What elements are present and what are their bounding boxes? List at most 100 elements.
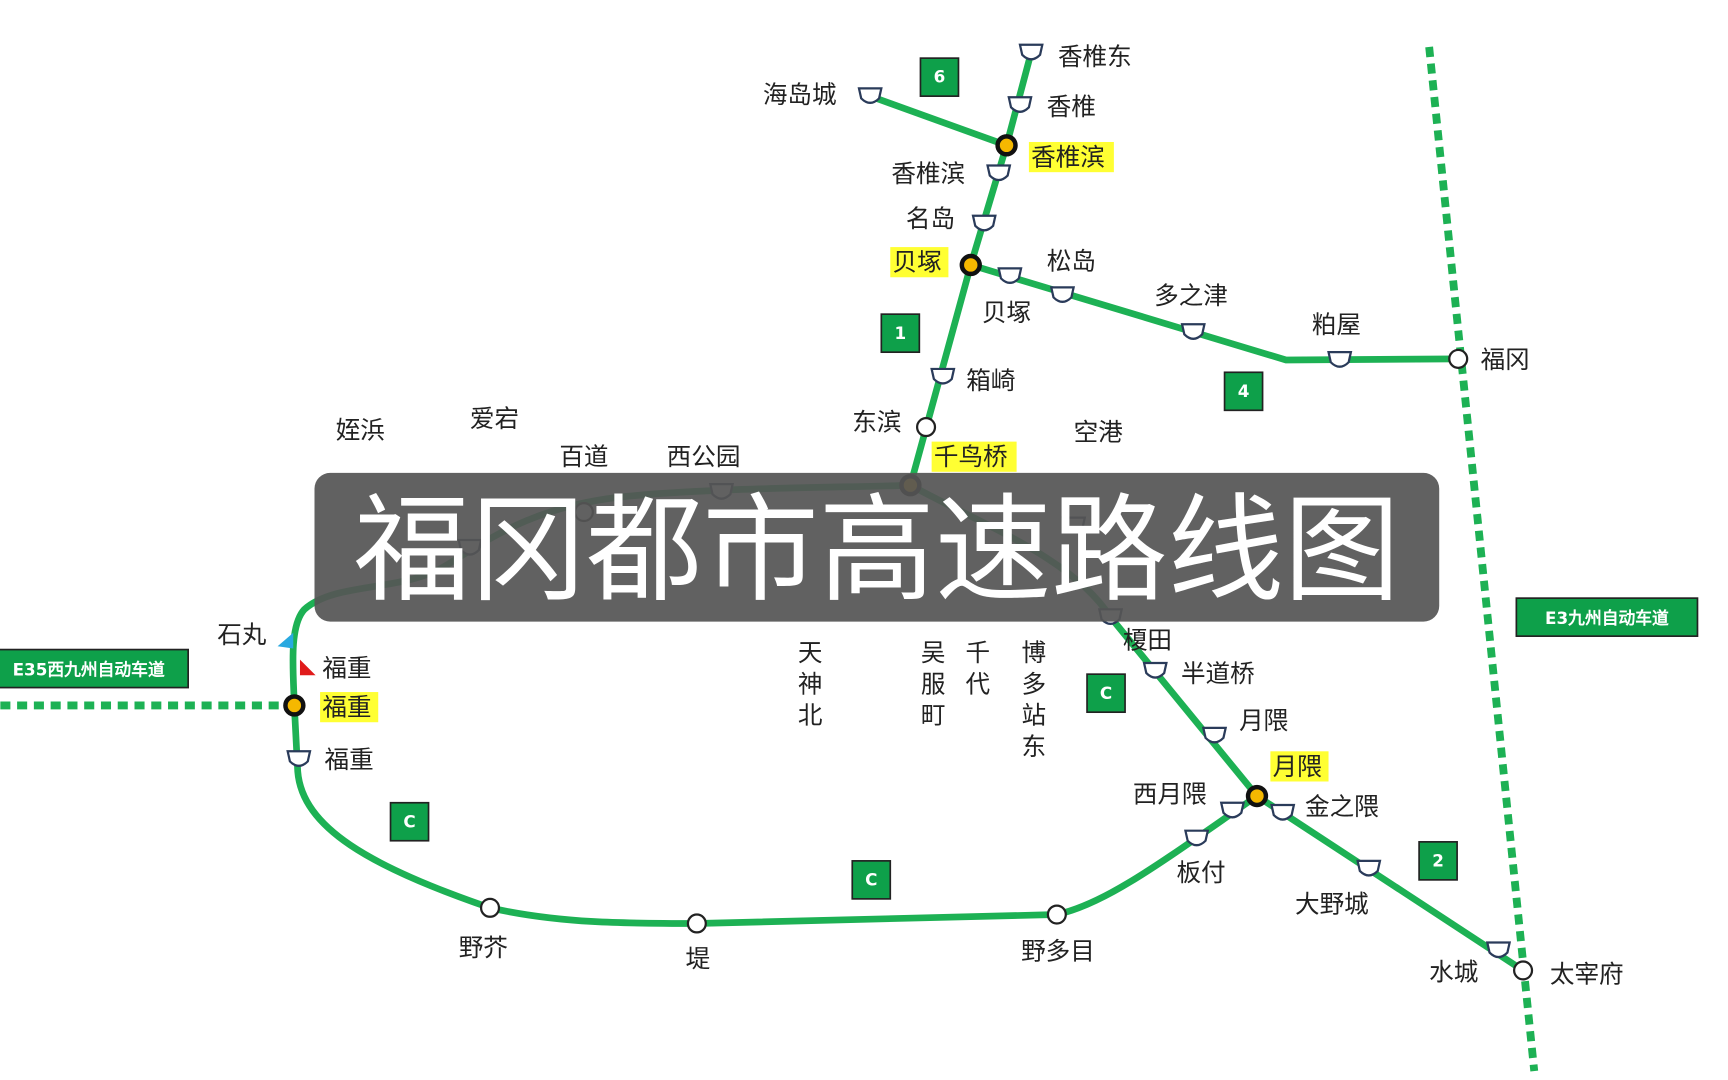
station-s31: 水城 <box>1429 941 1512 986</box>
route-badge: C <box>851 860 892 900</box>
route-badge: 2 <box>1418 841 1458 881</box>
station-s19: 福重 <box>322 653 371 682</box>
interchange-marker <box>479 897 501 918</box>
ramp-marker <box>1201 726 1228 744</box>
station-s9: 多之津 <box>1154 281 1228 340</box>
e3-expressway-line <box>1425 46 1539 1072</box>
station-label: 金之隈 <box>1305 792 1379 821</box>
route-badge-label: 6 <box>934 67 946 87</box>
ramp-marker <box>1180 323 1206 340</box>
station-label: 百道 <box>559 442 608 471</box>
station-s32: 太宰府 <box>1513 960 1624 989</box>
station-label-vertical: 吴服町 <box>917 640 946 734</box>
station-label: 堤 <box>686 944 711 973</box>
station-s8: 贝塚 <box>982 267 1031 327</box>
station-label: 海岛城 <box>763 80 837 109</box>
station-label: 西月隈 <box>1133 780 1207 809</box>
station-s28: 金之隈 <box>1270 792 1379 821</box>
red-flag-icon <box>299 659 316 676</box>
station-s27: 月隈 <box>1245 751 1329 808</box>
ramp-marker <box>930 367 956 385</box>
station-label: 福重 <box>322 653 371 682</box>
route-badge-label: 2 <box>1432 850 1444 870</box>
interchange-marker <box>1513 960 1534 981</box>
station-s33: 半道桥 <box>1142 659 1255 688</box>
station-label: 多之津 <box>1154 281 1228 310</box>
route-badge-label: C <box>403 811 415 831</box>
route-badge: C <box>1086 673 1126 714</box>
station-label: 姪浜 <box>336 415 385 444</box>
junction-marker <box>1245 784 1269 808</box>
station-s10: 粕屋 <box>1312 310 1361 368</box>
station-s5: 名岛 <box>906 204 997 233</box>
title-overlay <box>314 472 1440 622</box>
station-label: 野多目 <box>1021 936 1095 965</box>
station-s3: 香椎滨 <box>891 159 1012 188</box>
station-label: 松岛 <box>1047 246 1096 275</box>
route-badge: C <box>389 801 430 842</box>
station-s2: 香椎 <box>1007 92 1096 121</box>
label-highlight <box>320 692 379 723</box>
expressway-sign: E35西九州自动车道 <box>0 648 189 689</box>
station-s13: 东滨 <box>852 407 937 438</box>
station-label: 野芥 <box>459 933 508 962</box>
station-s0: 海岛城 <box>763 80 883 109</box>
ramp-marker <box>986 164 1012 182</box>
station-label: 大野城 <box>1295 889 1369 918</box>
station-s6: 贝塚 <box>890 247 982 278</box>
station-label: 板付 <box>1176 858 1225 887</box>
ramp-marker <box>1270 803 1296 821</box>
ramp-marker <box>1049 286 1076 303</box>
station-s29: 月隈 <box>1201 706 1288 744</box>
station-label: 箱崎 <box>966 366 1015 395</box>
label-highlight <box>931 441 1017 472</box>
station-s40: 姪浜 <box>336 415 385 444</box>
label-highlight <box>1028 141 1114 173</box>
route-badge-box <box>1223 371 1264 412</box>
station-label: 福重 <box>325 745 374 774</box>
station-label: 千鸟桥 <box>934 442 1008 471</box>
route-badge-label: 4 <box>1238 381 1250 401</box>
expressway-sign-label: E3九州自动车道 <box>1545 608 1669 628</box>
station-label-vertical: 千代 <box>962 639 991 702</box>
route-badge-box <box>851 860 892 900</box>
interchange-marker <box>1046 904 1067 925</box>
ramp-marker <box>1356 859 1382 877</box>
route-badge-box <box>880 313 921 354</box>
ramp-marker <box>1018 43 1044 61</box>
route-badge-label: C <box>865 869 877 889</box>
interchange-marker <box>1448 348 1469 369</box>
station-s7: 松岛 <box>1047 246 1096 303</box>
ramp-marker <box>971 214 997 232</box>
station-s1: 香椎东 <box>1018 42 1132 71</box>
station-s24: 野多目 <box>1021 904 1095 965</box>
station-label-vertical: 博多站东 <box>1018 639 1047 765</box>
ramp-marker <box>1184 829 1210 847</box>
ramp-marker <box>1142 661 1168 679</box>
ramp-marker <box>1327 351 1353 368</box>
expressway-sign-label: E35西九州自动车道 <box>13 659 165 679</box>
ramp-marker <box>857 87 883 104</box>
station-s25: 板付 <box>1176 829 1226 887</box>
station-label: 香椎滨 <box>891 159 965 188</box>
station-label: 水城 <box>1429 957 1478 986</box>
station-label: 福重 <box>322 693 371 722</box>
station-s4: 香椎滨 <box>995 134 1114 173</box>
station-s18: 石丸 <box>217 620 267 649</box>
route-badge-box <box>919 57 960 97</box>
expressway-sign: E3九州自动车道 <box>1515 597 1699 637</box>
station-label: 香椎 <box>1047 92 1096 121</box>
station-s22: 野芥 <box>459 897 508 962</box>
junction-marker <box>283 694 306 717</box>
station-label: 贝塚 <box>893 248 942 277</box>
station-s21: 福重 <box>286 745 374 774</box>
junction-marker <box>995 134 1018 157</box>
station-s30: 大野城 <box>1295 859 1382 918</box>
ramp-marker <box>1007 96 1033 113</box>
station-label: 空港 <box>1074 417 1124 446</box>
station-label: 香椎滨 <box>1031 142 1105 171</box>
ramp-marker <box>286 750 312 767</box>
station-label: 东滨 <box>852 407 901 436</box>
route-badge-box <box>389 801 430 842</box>
